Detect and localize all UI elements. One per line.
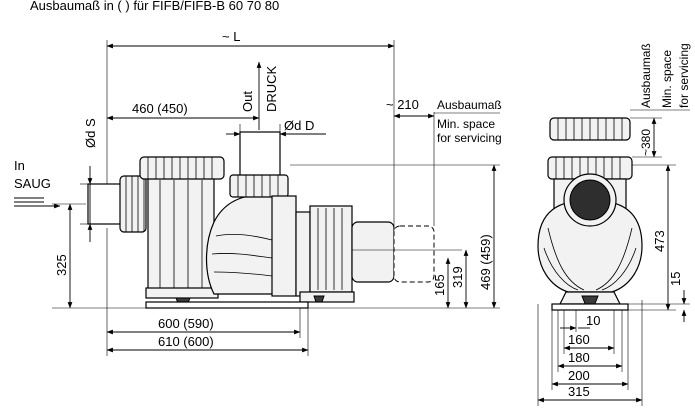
dim-210: ~ 210 (386, 97, 419, 112)
pump-side-view (87, 131, 435, 309)
outlet-pipe (239, 131, 281, 177)
side-view-dimensions: ~ L Out DRUCK 460 (450) Ød D ~ 210 Ausba… (14, 29, 502, 356)
dim-10: 10 (586, 313, 600, 328)
dim-15: 15 (668, 272, 683, 286)
dim-180: 180 (568, 350, 590, 365)
label-min-space-side-1: Min. space (437, 117, 495, 131)
front-volute (537, 199, 643, 293)
label-druck: DRUCK (264, 65, 279, 112)
dim-165: 165 (432, 274, 447, 296)
dim-380: ~380 (639, 129, 653, 156)
dim-600: 600 (590) (158, 316, 214, 331)
dim-319: 319 (450, 266, 465, 288)
label-ausbaumass-side: Ausbaumaß (437, 98, 502, 112)
pump-volute (205, 194, 277, 295)
dim-overall-length: ~ L (222, 29, 240, 44)
dim-473: 473 (652, 230, 667, 252)
label-min-space-top-1: Min. space (660, 50, 674, 108)
dim-460: 460 (450) (132, 101, 188, 116)
dim-diameter-d: Ød D (284, 118, 314, 133)
front-inlet-opening (569, 179, 611, 221)
front-foot (551, 303, 629, 311)
strainer-housing (147, 177, 215, 293)
strainer-base (145, 287, 219, 299)
dim-610: 610 (600) (158, 334, 214, 349)
motor-body (309, 205, 353, 293)
label-saug: SAUG (14, 176, 51, 191)
dim-469: 469 (459) (478, 234, 493, 290)
outlet-nut (229, 174, 289, 198)
inlet-nut (119, 175, 147, 233)
header-text: Ausbaumaß in ( ) für FIFB/FIFB-B 60 70 8… (30, 0, 279, 13)
dim-325: 325 (54, 254, 69, 276)
label-min-space-top-2: for servicing (677, 43, 691, 108)
motor-servicing-envelope (393, 225, 435, 283)
label-min-space-side-2: for servicing (437, 131, 502, 145)
dim-315: 315 (568, 384, 590, 399)
motor-adapter (295, 211, 311, 297)
front-view-dimensions: Ausbaumaß Min. space for servicing ~380 … (537, 43, 691, 406)
base-plate (145, 301, 309, 309)
label-ausbaumass-top: Ausbaumaß (639, 43, 653, 108)
motor-feet (299, 291, 355, 303)
dim-200: 200 (568, 368, 590, 383)
label-out: Out (240, 91, 255, 112)
dim-160: 160 (568, 332, 590, 347)
strainer-lid (139, 156, 225, 180)
pump-flange (271, 195, 297, 297)
pump-front-view (537, 117, 643, 311)
dim-diameter-s: Ød S (83, 118, 98, 148)
motor-fan-cover (351, 221, 395, 283)
label-in: In (14, 158, 25, 173)
